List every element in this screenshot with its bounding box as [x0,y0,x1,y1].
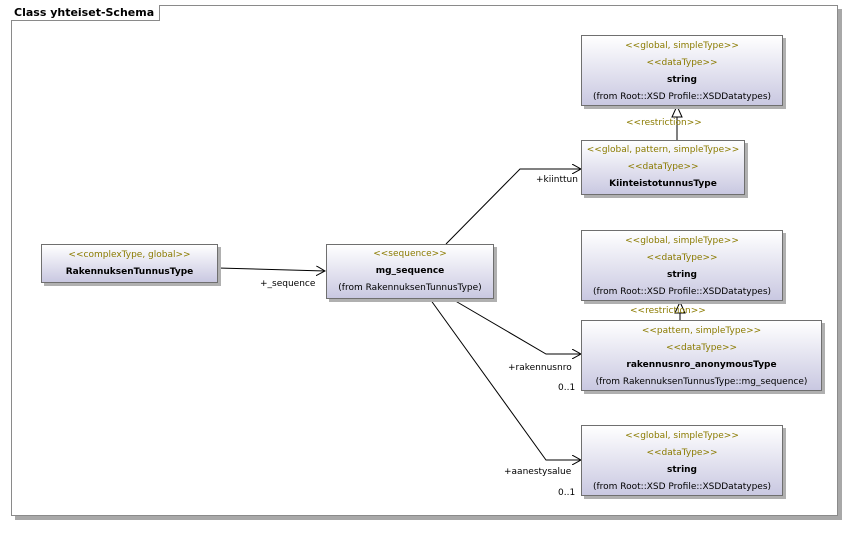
stereotype: <<global, pattern, simpleType>> [586,145,740,155]
stereotype: <<global, simpleType>> [625,41,739,51]
restriction-arrowhead-1 [671,104,683,118]
association-aanestysalue[interactable] [429,298,581,460]
class-origin: (from Root::XSD Profile::XSDDatatypes) [592,287,772,297]
class-name: mg_sequence [375,266,445,276]
association-sequence[interactable] [217,268,325,271]
class-name: RakennuksenTunnusType [65,267,194,277]
role-label-kiinttun: +kiinttun [536,175,578,185]
class-name: string [666,465,698,475]
class-string-2[interactable]: <<global, simpleType>> <<dataType>> stri… [581,230,783,301]
stereotype-datatype: <<dataType>> [646,448,718,458]
class-kiinteistotunnus-type[interactable]: <<global, pattern, simpleType>> <<dataTy… [581,140,745,195]
role-label-rakennusnro: +rakennusnro [508,363,572,373]
restriction-label-2: <<restriction>> [630,306,706,316]
class-name: string [666,270,698,280]
stereotype: <<pattern, simpleType>> [641,326,762,336]
frame-title: Class yhteiset-Schema [11,5,161,21]
restriction-label-1: <<restriction>> [626,118,702,128]
class-string-3[interactable]: <<global, simpleType>> <<dataType>> stri… [581,425,783,496]
class-mg-sequence[interactable]: <<sequence>> mg_sequence (from Rakennuks… [326,244,494,299]
stereotype: <<sequence>> [373,249,447,259]
stereotype-datatype: <<dataType>> [665,343,738,353]
class-name: rakennusnro_anonymousType [626,360,777,370]
class-origin: (from RakennuksenTunnusType) [338,283,482,293]
role-label-aanestysalue: +aanestysalue [504,467,572,477]
stereotype-datatype: <<dataType>> [646,58,718,68]
stereotype-datatype: <<dataType>> [627,162,699,172]
association-rakennusnro[interactable] [451,298,581,354]
multiplicity-aanestysalue: 0..1 [558,488,576,498]
class-rakennuksen-tunnus-type[interactable]: <<complexType, global>> RakennuksenTunnu… [41,244,218,283]
association-kiinttun[interactable] [445,169,581,245]
class-name: KiinteistotunnusType [609,179,717,189]
stereotype: <<complexType, global>> [68,250,191,260]
class-origin: (from RakennuksenTunnusType::mg_sequence… [595,377,808,387]
stereotype: <<global, simpleType>> [625,431,739,441]
class-rakennusnro-anonymous-type[interactable]: <<pattern, simpleType>> <<dataType>> rak… [581,320,822,391]
restriction-arrowhead-2 [674,300,686,314]
role-label-sequence: +_sequence [260,279,316,289]
class-origin: (from Root::XSD Profile::XSDDatatypes) [592,92,772,102]
stereotype-datatype: <<dataType>> [646,253,718,263]
stereotype: <<global, simpleType>> [625,236,739,246]
class-string-1[interactable]: <<global, simpleType>> <<dataType>> stri… [581,35,783,106]
class-origin: (from Root::XSD Profile::XSDDatatypes) [592,482,772,492]
multiplicity-rakennusnro: 0..1 [558,383,576,393]
class-name: string [666,75,698,85]
